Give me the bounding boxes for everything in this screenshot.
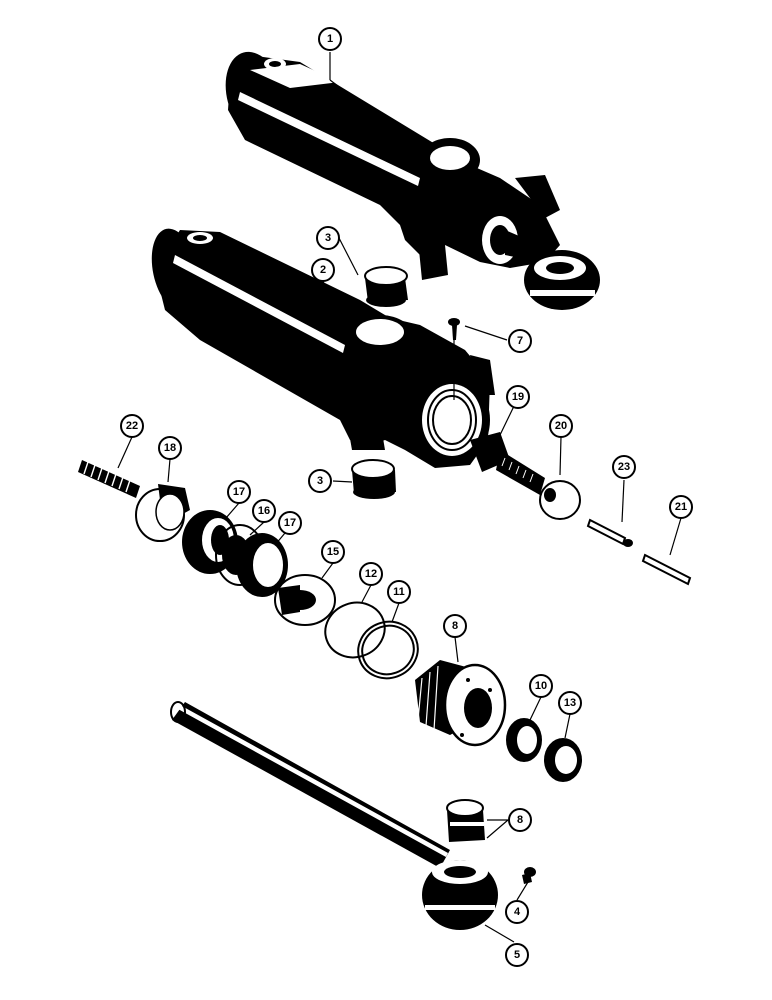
callout-16: 16 [252, 499, 276, 523]
callout-21: 21 [669, 495, 693, 519]
svg-text:21: 21 [675, 501, 687, 513]
callout-20: 20 [549, 414, 573, 438]
callout-22: 22 [120, 414, 144, 438]
callout-17-right: 17 [278, 511, 302, 535]
gland [415, 660, 507, 747]
svg-text:12: 12 [365, 568, 377, 580]
piston-rod [170, 701, 498, 930]
callout-4: 4 [505, 900, 529, 924]
svg-text:23: 23 [618, 461, 630, 473]
svg-text:2: 2 [320, 264, 326, 276]
small-screw [448, 318, 460, 340]
o-ring-12 [324, 601, 386, 659]
callout-10: 10 [529, 674, 553, 698]
svg-text:8: 8 [452, 620, 458, 632]
callout-13: 13 [558, 691, 582, 715]
callout-7: 7 [508, 329, 532, 353]
callout-3-lower: 3 [308, 469, 332, 493]
leader-lines [117, 52, 682, 943]
spring-cap [135, 484, 190, 542]
rod-eye-bushing [446, 799, 485, 842]
piston [274, 574, 336, 626]
callout-3-upper: 3 [316, 226, 340, 250]
svg-text:20: 20 [555, 420, 567, 432]
callout-18: 18 [158, 436, 182, 460]
svg-text:7: 7 [517, 335, 523, 347]
pin-21 [641, 553, 692, 586]
callout-19: 19 [506, 385, 530, 409]
spring [78, 460, 140, 498]
callout-23: 23 [612, 455, 636, 479]
threaded-fitting [470, 432, 545, 495]
callout-1: 1 [318, 27, 342, 51]
rod-seal-10 [506, 718, 542, 762]
grease-fitting [522, 867, 536, 884]
bushing-lower [351, 459, 396, 499]
svg-text:11: 11 [393, 586, 405, 598]
svg-text:5: 5 [514, 949, 520, 961]
callout-17-left: 17 [227, 480, 251, 504]
svg-text:16: 16 [258, 505, 270, 517]
svg-text:18: 18 [164, 442, 176, 454]
svg-text:3: 3 [325, 232, 331, 244]
bushing-upper [364, 266, 408, 307]
wiper-seal-13 [544, 738, 582, 782]
callout-8: 8 [508, 808, 532, 832]
o-ring-11 [357, 620, 419, 680]
svg-text:19: 19 [512, 391, 524, 403]
svg-text:3: 3 [317, 475, 323, 487]
cylinder-assembly [225, 51, 600, 310]
callout-9: 8 [443, 614, 467, 638]
pin-23 [586, 518, 633, 547]
svg-text:1: 1 [327, 33, 333, 45]
callout-15: 15 [321, 540, 345, 564]
svg-text:22: 22 [126, 420, 138, 432]
svg-text:10: 10 [535, 680, 547, 692]
svg-text:17: 17 [233, 486, 245, 498]
callout-2: 2 [311, 258, 335, 282]
cylinder-barrel [151, 228, 495, 468]
svg-text:17: 17 [284, 517, 296, 529]
svg-text:13: 13 [564, 697, 576, 709]
callout-12: 12 [359, 562, 383, 586]
svg-text:8: 8 [517, 814, 523, 826]
svg-text:4: 4 [514, 906, 521, 918]
washer [539, 480, 581, 520]
piston-seal-right [236, 533, 288, 597]
callout-5: 5 [505, 943, 529, 967]
svg-text:15: 15 [327, 546, 339, 558]
callout-11: 11 [387, 580, 411, 604]
